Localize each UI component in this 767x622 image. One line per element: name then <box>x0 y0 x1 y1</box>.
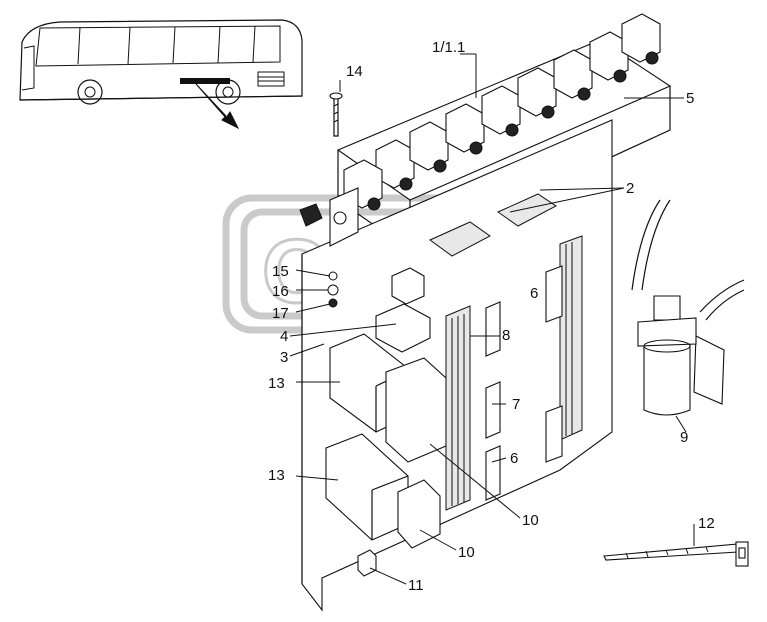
callout-9: 9 <box>680 429 688 446</box>
bus-location-thumbnail <box>19 19 303 130</box>
terminal-blocks <box>485 265 563 501</box>
module-10-upper <box>385 357 447 463</box>
callout-1: 1/1.1 <box>432 39 465 56</box>
callout-6-upper: 6 <box>530 285 538 302</box>
relay-group <box>343 13 661 211</box>
callout-13-upper: 13 <box>268 375 285 392</box>
callout-16: 16 <box>272 283 289 300</box>
callout-7: 7 <box>512 396 520 413</box>
callout-15: 15 <box>272 263 289 280</box>
connector-group-2 <box>429 193 557 257</box>
leader-lines <box>289 53 695 585</box>
callout-11: 11 <box>408 577 424 594</box>
cable-tie-12 <box>603 541 749 567</box>
clip-11 <box>357 549 377 577</box>
callout-3: 3 <box>280 349 288 366</box>
module-10-lower <box>397 479 441 549</box>
mounting-bracket <box>299 187 359 247</box>
callout-8: 8 <box>502 327 510 344</box>
connector-rail-8 <box>445 235 583 511</box>
callout-labels: 1/1.1 5 2 14 15 16 17 4 3 13 13 6 8 7 6 … <box>268 39 715 594</box>
screw-14 <box>329 92 343 137</box>
location-arrow-icon <box>195 83 240 130</box>
filter-dryer-9 <box>631 199 745 416</box>
callout-5: 5 <box>686 90 694 107</box>
callout-13-lower: 13 <box>268 467 285 484</box>
callout-17: 17 <box>272 305 289 322</box>
callout-2: 2 <box>626 180 634 197</box>
callout-12: 12 <box>698 515 715 532</box>
callout-6-lower: 6 <box>510 450 518 467</box>
callout-10-upper: 10 <box>522 512 539 529</box>
small-relay-4 <box>375 267 431 353</box>
callout-4: 4 <box>280 328 288 345</box>
callout-10-lower: 10 <box>458 544 475 561</box>
callout-14: 14 <box>346 63 363 80</box>
